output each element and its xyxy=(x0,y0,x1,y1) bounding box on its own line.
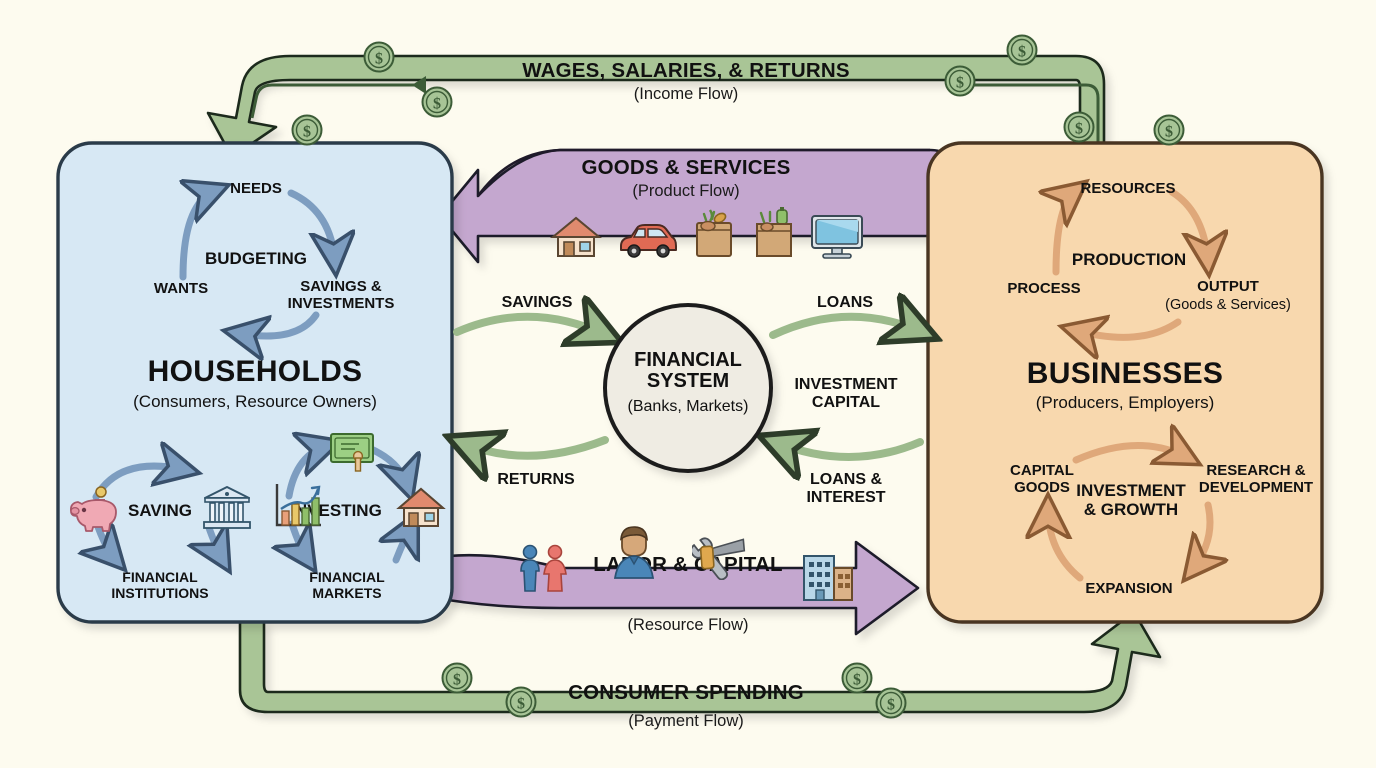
savings-arrow xyxy=(453,317,606,335)
households-box xyxy=(56,141,454,624)
investment-growth-cycle-arrows xyxy=(1048,445,1210,578)
loans-interest-arrow xyxy=(775,442,924,457)
product-flow-banner xyxy=(438,148,954,264)
budgeting-cycle-arrows xyxy=(183,190,335,336)
loans-arrow xyxy=(769,317,922,335)
resource-flow-banner xyxy=(446,540,920,636)
center-flow-arrows xyxy=(457,317,922,457)
returns-arrow xyxy=(463,440,609,456)
production-cycle-arrows xyxy=(1056,190,1208,337)
payment-flow-banner xyxy=(238,610,1162,714)
businesses-box xyxy=(926,141,1324,624)
financial-system-circle xyxy=(603,303,773,473)
